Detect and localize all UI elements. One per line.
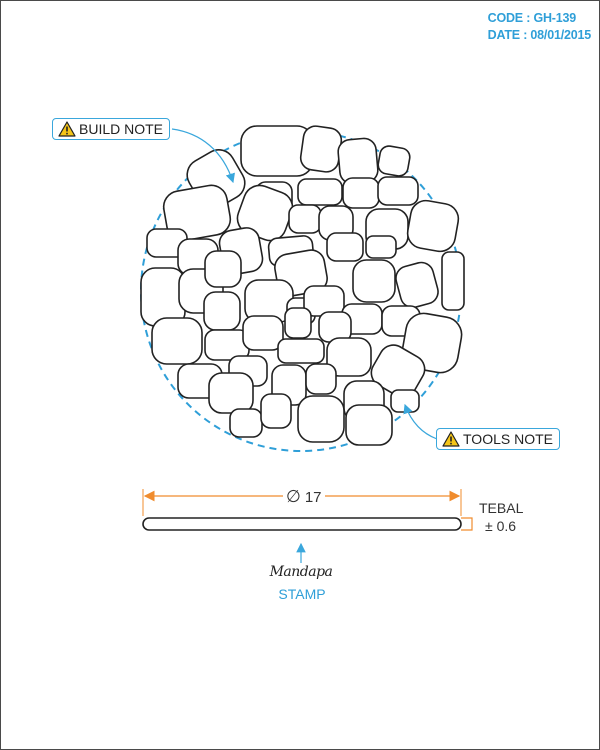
tools-note-callout: TOOLS NOTE [436, 428, 560, 450]
cobblestone [242, 315, 284, 351]
cobblestone [326, 337, 372, 377]
cobblestone [326, 232, 364, 262]
cobblestone [395, 261, 439, 309]
tools-note-leader [403, 403, 438, 440]
warning-triangle-icon [58, 121, 76, 137]
side-profile-disc [142, 517, 462, 531]
cobblestone [297, 178, 343, 206]
code-text: CODE : GH-139 [487, 11, 577, 25]
cobblestone [288, 204, 322, 234]
build-note-leader [171, 128, 235, 184]
cobblestone [390, 389, 420, 413]
cobblestone [204, 250, 242, 288]
cobblestone [299, 125, 343, 173]
cobblestone [284, 307, 312, 339]
title-block: CODE : GH-139 DATE : 08/01/2015 [487, 10, 592, 44]
cobblestone [277, 338, 325, 364]
cobblestone [345, 404, 393, 446]
build-note-callout: BUILD NOTE [52, 118, 171, 140]
cobblestone [370, 344, 426, 398]
cobblestone [305, 363, 337, 395]
brand-logo: Mandapa [269, 564, 333, 580]
cobblestone [151, 317, 203, 365]
cobblestone [365, 235, 397, 259]
cobblestone [229, 408, 263, 438]
thickness-bracket [461, 517, 473, 531]
cobblestone [377, 176, 419, 206]
stamp-label: STAMP [278, 586, 326, 602]
cobblestone [342, 177, 380, 209]
cobblestone [297, 395, 345, 443]
cobblestone [260, 393, 292, 429]
diameter-label: ∅17 [283, 487, 325, 507]
cobblestone [406, 199, 460, 253]
tools-note-label: TOOLS NOTE [463, 431, 553, 447]
cobblestone [352, 259, 396, 303]
diameter-value: 17 [304, 489, 322, 506]
cobblestone [162, 184, 232, 242]
cobblestone [441, 251, 465, 311]
cobblestone-pattern [140, 125, 465, 446]
cobblestone [208, 372, 254, 414]
warning-triangle-icon [442, 431, 460, 447]
cobblestone [377, 145, 411, 177]
thickness-value: ± 0.6 [485, 518, 517, 534]
date-text: DATE : 08/01/2015 [487, 28, 592, 42]
build-note-label: BUILD NOTE [79, 121, 164, 137]
cobblestone [203, 291, 241, 331]
thickness-annotation: TEBAL ± 0.6 [479, 499, 523, 535]
diameter-symbol: ∅ [286, 487, 301, 506]
thickness-label: TEBAL [479, 500, 524, 516]
